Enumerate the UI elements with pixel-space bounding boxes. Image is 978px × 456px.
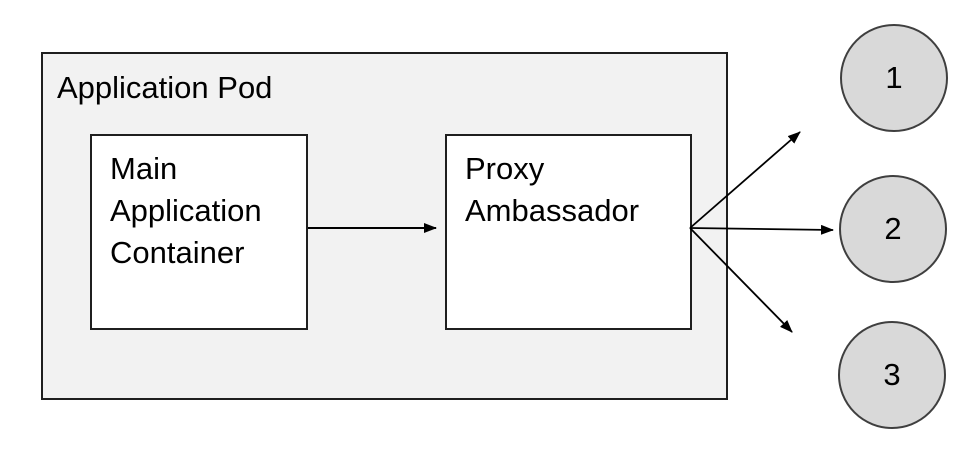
endpoint-label: 2 bbox=[884, 211, 902, 246]
node-label-line: Application bbox=[110, 193, 262, 228]
main-application-container-node: Main Application Container bbox=[90, 134, 308, 330]
endpoint-node-3: 3 bbox=[838, 321, 946, 429]
node-label-line: Proxy bbox=[465, 151, 545, 186]
endpoint-label: 3 bbox=[883, 357, 901, 392]
endpoint-label: 1 bbox=[885, 60, 903, 95]
endpoint-node-1: 1 bbox=[840, 24, 948, 132]
node-label-line: Main bbox=[110, 151, 178, 186]
application-pod-label: Application Pod bbox=[57, 70, 273, 105]
endpoint-node-2: 2 bbox=[839, 175, 947, 283]
application-pod-group: Application Pod Main Application Contain… bbox=[41, 52, 728, 400]
node-label-line: Ambassador bbox=[465, 193, 640, 228]
proxy-ambassador-node: Proxy Ambassador bbox=[445, 134, 692, 330]
node-label-line: Container bbox=[110, 235, 245, 270]
